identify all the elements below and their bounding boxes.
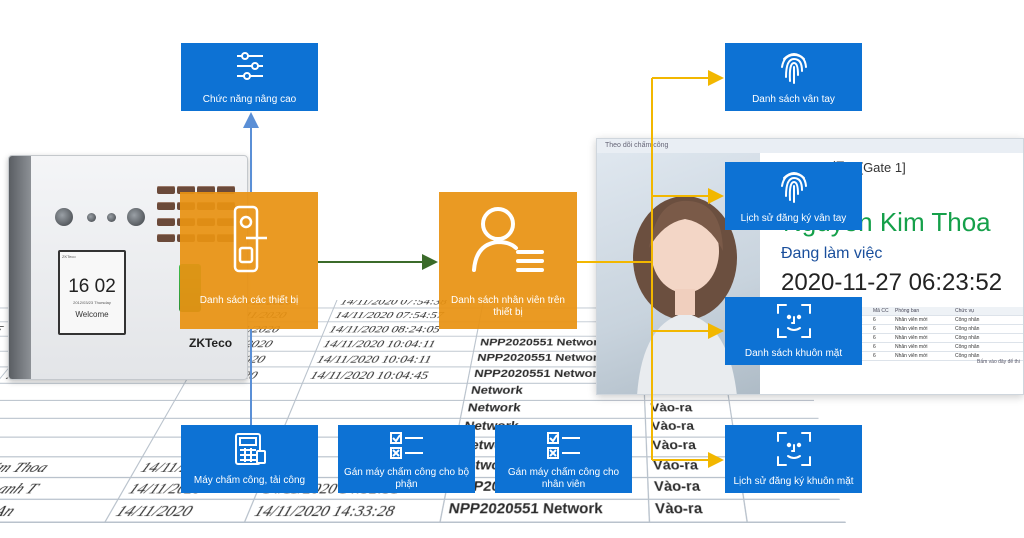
grid-cell: 6	[871, 325, 893, 333]
device-screen-time: 16 02	[60, 276, 124, 298]
tile-advanced-label: Chức năng nâng cao	[185, 94, 314, 106]
sliders-icon	[233, 49, 267, 83]
attendance-log-row: 00005NetworkVào-ra	[0, 401, 819, 419]
device-date-text: 2012/03/23	[73, 300, 93, 305]
grid-cell: 6	[871, 316, 893, 324]
window-title: Theo dõi chấm công	[597, 139, 1023, 153]
tile-fp-list-label: Danh sách vân tay	[729, 94, 858, 106]
grid-cell: 6	[871, 343, 893, 351]
attendance-log-cell-name	[0, 401, 175, 418]
tile-employee-list[interactable]: Danh sách nhân viên trên thiết bị	[439, 192, 577, 329]
attendance-log-cell-time: 14/11/2020 14:33:28	[246, 500, 446, 522]
door-lock-icon	[229, 204, 269, 274]
checklist-icon	[546, 431, 582, 461]
device-day-text: Thursday	[94, 300, 111, 305]
grid-cell: Công nhân	[953, 343, 1013, 351]
tile-assign-employee[interactable]: Gán máy chấm công cho nhân viên	[495, 425, 632, 493]
device-sensor-dot-2	[107, 213, 116, 222]
attendance-log-cell-name: Pham Thi Thanh T	[0, 478, 131, 498]
tile-face-history[interactable]: Lịch sử đăng ký khuôn mặt	[725, 425, 862, 493]
grid-cell: Nhân viên mới	[893, 343, 953, 351]
tile-assign-emp-label: Gán máy chấm công cho nhân viên	[499, 467, 628, 491]
tile-employees-label: Danh sách nhân viên trên thiết bị	[443, 295, 573, 319]
tile-assign-dept-label: Gán máy chấm công cho bộ phận	[342, 467, 471, 491]
tile-devices-label: Danh sách các thiết bị	[184, 295, 314, 307]
face-scan-icon	[776, 431, 812, 467]
fingerprint-icon	[778, 168, 810, 204]
keypad-key	[157, 202, 175, 210]
device-side-panel	[9, 156, 31, 379]
keypad-key	[157, 234, 175, 242]
device-screen-topbar: ZKTeco	[62, 254, 76, 259]
checkin-datetime: 2020-11-27 06:23:52	[781, 269, 1002, 297]
device-welcome-text: Welcome	[60, 310, 124, 319]
tile-face-list-label: Danh sách khuôn mặt	[729, 348, 858, 360]
checklist-icon	[389, 431, 425, 461]
attendance-log-cell-device: NPP2020551 Network	[441, 500, 650, 522]
terminal-icon	[233, 431, 267, 467]
tile-device-list[interactable]: Danh sách các thiết bị	[180, 192, 318, 329]
attendance-log-cell-date	[176, 384, 303, 400]
device-camera-left	[55, 208, 73, 226]
fingerprint-icon	[778, 49, 810, 85]
grid-cell: Công nhân	[953, 325, 1013, 333]
device-camera-right	[127, 208, 145, 226]
grid-cell: Nhân viên mới	[893, 316, 953, 324]
attendance-log-cell-time: 14/11/2020 10:04:11	[310, 352, 474, 367]
grid-cell: 6	[871, 334, 893, 342]
keypad-key	[157, 186, 175, 194]
tile-assign-department[interactable]: Gán máy chấm công cho bộ phận	[338, 425, 475, 493]
grid-footnote: Bấm vào đây để thi	[977, 359, 1020, 365]
attendance-log-cell-date	[165, 401, 295, 418]
attendance-log-cell-name: Nguyen Kim Thoa	[0, 457, 143, 476]
grid-header-cell: Chức vụ	[953, 307, 1013, 315]
grid-cell: 6	[871, 352, 893, 360]
tile-face-list[interactable]: Danh sách khuôn mặt	[725, 297, 862, 365]
tile-device-download[interactable]: Máy chấm công, tải công	[181, 425, 318, 493]
tile-fp-history-label: Lịch sử đăng ký vân tay	[729, 213, 858, 225]
attendance-log-cell-time	[296, 384, 468, 400]
employee-status: Đang làm việc	[781, 245, 882, 263]
tile-fingerprint-list[interactable]: Danh sách vân tay	[725, 43, 862, 111]
tile-device-dl-label: Máy chấm công, tải công	[185, 475, 314, 487]
keypad-key	[157, 218, 175, 226]
device-screen-date: 2012/03/23 Thursday	[60, 300, 124, 305]
grid-header-cell: Mã CC	[871, 307, 893, 315]
attendance-log-cell-date: 14/11/2020	[106, 500, 254, 522]
attendance-log-cell-device: Network	[461, 401, 646, 418]
attendance-log-cell-time: 14/11/2020 10:04:45	[303, 367, 471, 382]
attendance-log-cell-direction: Vào-ra	[646, 419, 735, 437]
attendance-log-cell-time: 14/11/2020 10:04:11	[316, 337, 477, 351]
user-list-icon	[470, 204, 546, 274]
device-brand-logo: ZKTeco	[189, 336, 232, 350]
device-sensor-dot	[87, 213, 96, 222]
grid-cell: Nhân viên mới	[893, 325, 953, 333]
tile-advanced-functions[interactable]: Chức năng nâng cao	[181, 43, 318, 111]
attendance-log-cell-time	[289, 401, 465, 418]
attendance-log-cell-name	[0, 419, 165, 437]
device-screen: ZKTeco 16 02 2012/03/23 Thursday Welcome	[58, 250, 126, 335]
attendance-log-cell-name: Mai Thi Thien An	[0, 500, 118, 522]
attendance-log-cell-name	[0, 384, 185, 400]
grid-cell: Nhân viên mới	[893, 352, 953, 360]
attendance-log-cell-direction: Vào-ra	[645, 401, 732, 418]
face-scan-icon	[776, 303, 812, 339]
attendance-log-row: 00015Mai Thi Thien An14/11/202014/11/202…	[0, 500, 846, 523]
grid-header-cell: Phòng ban	[893, 307, 953, 315]
tile-fingerprint-history[interactable]: Lịch sử đăng ký vân tay	[725, 162, 862, 230]
grid-cell: Công nhân	[953, 334, 1013, 342]
grid-cell: Nhân viên mới	[893, 334, 953, 342]
grid-cell: Công nhân	[953, 316, 1013, 324]
tile-face-history-label: Lịch sử đăng ký khuôn mặt	[729, 476, 858, 488]
attendance-log-cell-name	[0, 438, 154, 457]
attendance-log-cell-direction: Vào-ra	[649, 500, 748, 522]
